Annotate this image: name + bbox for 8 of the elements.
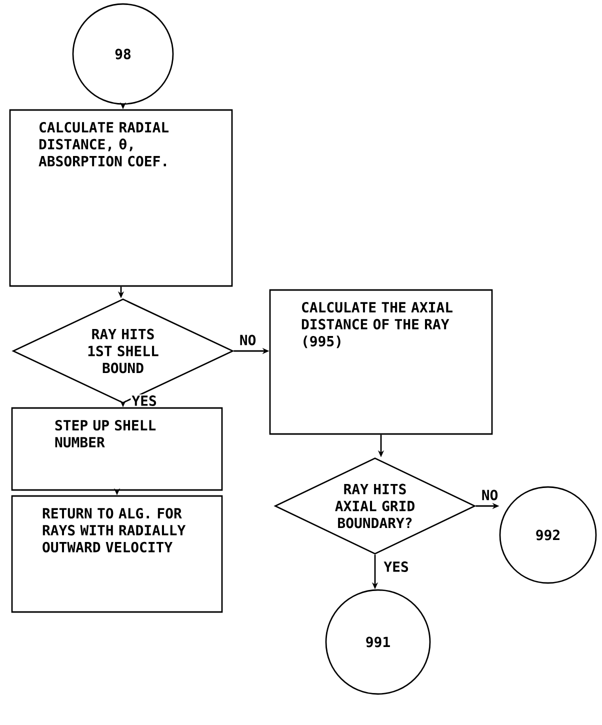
edge-label: YES: [132, 395, 156, 406]
process-box: CALCULATE THE AXIAL DISTANCE OF THE RAY (995): [269, 289, 493, 435]
process-box: STEP UP SHELL NUMBER: [11, 407, 223, 491]
edge-label: NO: [240, 334, 256, 346]
edge-label: NO: [482, 490, 498, 500]
process-box: CALCULATE RADIAL DISTANCE, θ, ABSORPTION COEF.: [9, 109, 233, 287]
edge-label: YES: [384, 561, 408, 572]
process-box: RETURN TO ALG. FOR RAYS WITH RADIALLY OUTWARD VELOCITY: [11, 495, 223, 613]
